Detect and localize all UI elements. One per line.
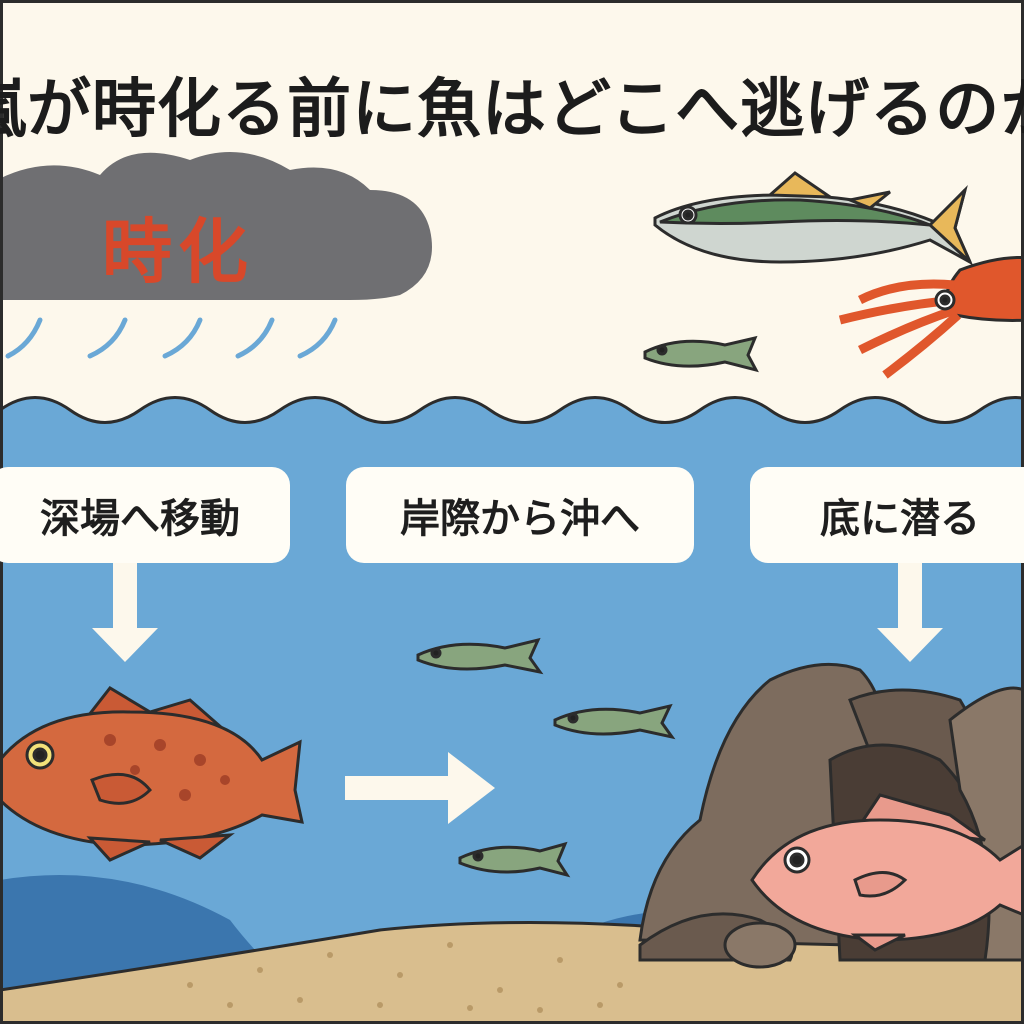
small-fish-top bbox=[643, 335, 759, 373]
action-label-offshore: 岸際から沖へ bbox=[400, 496, 640, 542]
storm-cloud bbox=[0, 152, 433, 300]
action-label-bottom: 底に潜る bbox=[820, 496, 980, 542]
sand-dots bbox=[187, 942, 623, 1013]
action-box-offshore: 岸際から沖へ bbox=[346, 467, 694, 563]
mackerel-fish bbox=[653, 171, 974, 266]
small-fish-mid-3 bbox=[458, 841, 571, 878]
small-fish-mid-2 bbox=[553, 703, 676, 740]
squid bbox=[838, 256, 1024, 379]
storm-label: 時化 bbox=[102, 211, 254, 293]
rain-streaks bbox=[5, 317, 338, 359]
action-box-bottom: 底に潜る bbox=[750, 467, 1024, 563]
arrow-down-right bbox=[877, 563, 943, 662]
rockfish bbox=[0, 686, 304, 862]
arrow-down-left bbox=[92, 563, 158, 662]
action-label-deep: 深場へ移動 bbox=[40, 496, 240, 542]
action-box-deep: 深場へ移動 bbox=[0, 467, 290, 563]
small-fish-mid-1 bbox=[416, 637, 544, 675]
page-title: 嵐が時化る前に魚はどこへ逃げるのか bbox=[0, 73, 1024, 147]
arrow-right-middle bbox=[345, 752, 495, 824]
sea-bream bbox=[750, 793, 1024, 952]
